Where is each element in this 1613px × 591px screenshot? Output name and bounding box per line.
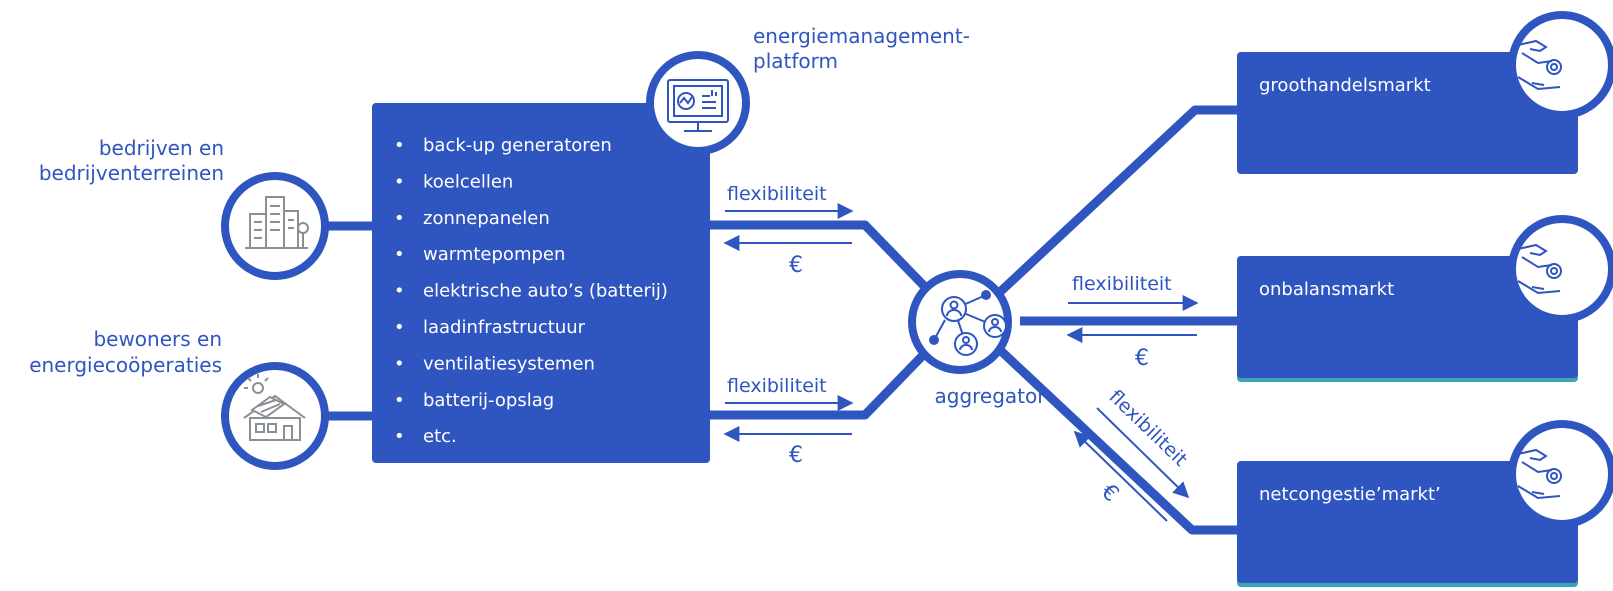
flex-label-imbalance: flexibiliteit: [1072, 273, 1172, 295]
platform-label-line1: energiemanagement-: [753, 24, 970, 48]
aggregator-node: aggregator: [908, 270, 1047, 408]
flex-arrow-congestion: [1096, 407, 1190, 499]
market-imbalance: onbalansmarkt: [1237, 215, 1613, 382]
flows-imbalance: flexibiliteit €: [1066, 273, 1199, 371]
hand-coin-circle: [1508, 215, 1613, 323]
platform-label-line2: platform: [753, 49, 838, 73]
money-label-imbalance: €: [1135, 346, 1149, 371]
connector-lines: [320, 105, 1245, 535]
money-label-congestion: €: [1096, 479, 1123, 507]
asset-item: ventilatiesystemen: [423, 353, 595, 374]
connector-box-to-aggregator-top: [710, 220, 932, 294]
market-wholesale: groothandelsmarkt: [1237, 11, 1613, 174]
asset-item: batterij-opslag: [423, 390, 554, 411]
hand-coin-circle: [1508, 11, 1613, 119]
hand-coin-icon: [1517, 39, 1562, 91]
asset-bullet: •: [394, 353, 405, 374]
market-congestion: netcongestie’markt’: [1237, 420, 1613, 587]
buildings-icon: [245, 196, 309, 249]
asset-bullet: •: [394, 135, 405, 156]
market-label: onbalansmarkt: [1259, 279, 1394, 300]
asset-item: back-up generatoren: [423, 135, 612, 156]
connector-aggregator-to-wholesale: [996, 105, 1245, 296]
platform-node: energiemanagement- platform: [646, 24, 970, 155]
market-label: netcongestie’markt’: [1259, 484, 1441, 505]
asset-bullet: •: [394, 390, 405, 411]
house-solar-icon: [243, 374, 306, 441]
hand-coin-circle: [1508, 420, 1613, 528]
asset-list: • back-up generatoren • koelcellen • zonnepan…: [394, 135, 668, 447]
flows-congestion: flexibiliteit €: [1073, 386, 1191, 522]
aggregator-label: aggregator: [935, 384, 1047, 408]
asset-item: zonnepanelen: [423, 208, 550, 229]
money-label-top: €: [789, 253, 803, 278]
hand-coin-icon: [1517, 448, 1562, 500]
businesses-label-line2: bedrijventerreinen: [39, 161, 224, 185]
residents-label-line2: energiecoöperaties: [29, 353, 222, 377]
asset-item: etc.: [423, 426, 457, 447]
flex-label-top: flexibiliteit: [727, 183, 827, 205]
money-arrow-congestion: [1073, 430, 1168, 522]
businesses-label-line1: bedrijven en: [99, 136, 224, 160]
asset-bullet: •: [394, 171, 405, 192]
businesses-node: bedrijven en bedrijventerreinen: [39, 136, 329, 280]
asset-bullet: •: [394, 281, 405, 302]
connector-aggregator-to-congestion: [996, 346, 1245, 535]
network-people-icon: [929, 290, 1007, 356]
residents-node: bewoners en energiecoöperaties: [29, 327, 329, 470]
asset-bullet: •: [394, 317, 405, 338]
asset-bullet: •: [394, 208, 405, 229]
asset-item: warmtepompen: [423, 244, 565, 265]
flows-bottom: flexibiliteit €: [723, 375, 854, 468]
money-label-bottom: €: [789, 443, 803, 468]
asset-item: koelcellen: [423, 171, 513, 192]
asset-item: laadinfrastructuur: [423, 317, 586, 338]
market-label: groothandelsmarkt: [1259, 75, 1431, 96]
asset-bullet: •: [394, 244, 405, 265]
monitor-dashboard-icon: [667, 79, 729, 132]
flows-top: flexibiliteit €: [723, 183, 854, 278]
markets: groothandelsmarkt onbalansmarkt netcongest…: [1237, 11, 1613, 587]
flex-label-bottom: flexibiliteit: [727, 375, 827, 397]
hand-coin-icon: [1517, 243, 1562, 295]
connector-box-to-aggregator-bottom: [710, 346, 932, 420]
assets-box: • back-up generatoren • koelcellen • zonnepan…: [372, 103, 710, 463]
asset-item: elektrische auto’s (batterij): [423, 281, 668, 302]
residents-label-line1: bewoners en: [93, 327, 222, 351]
asset-bullet: •: [394, 426, 405, 447]
